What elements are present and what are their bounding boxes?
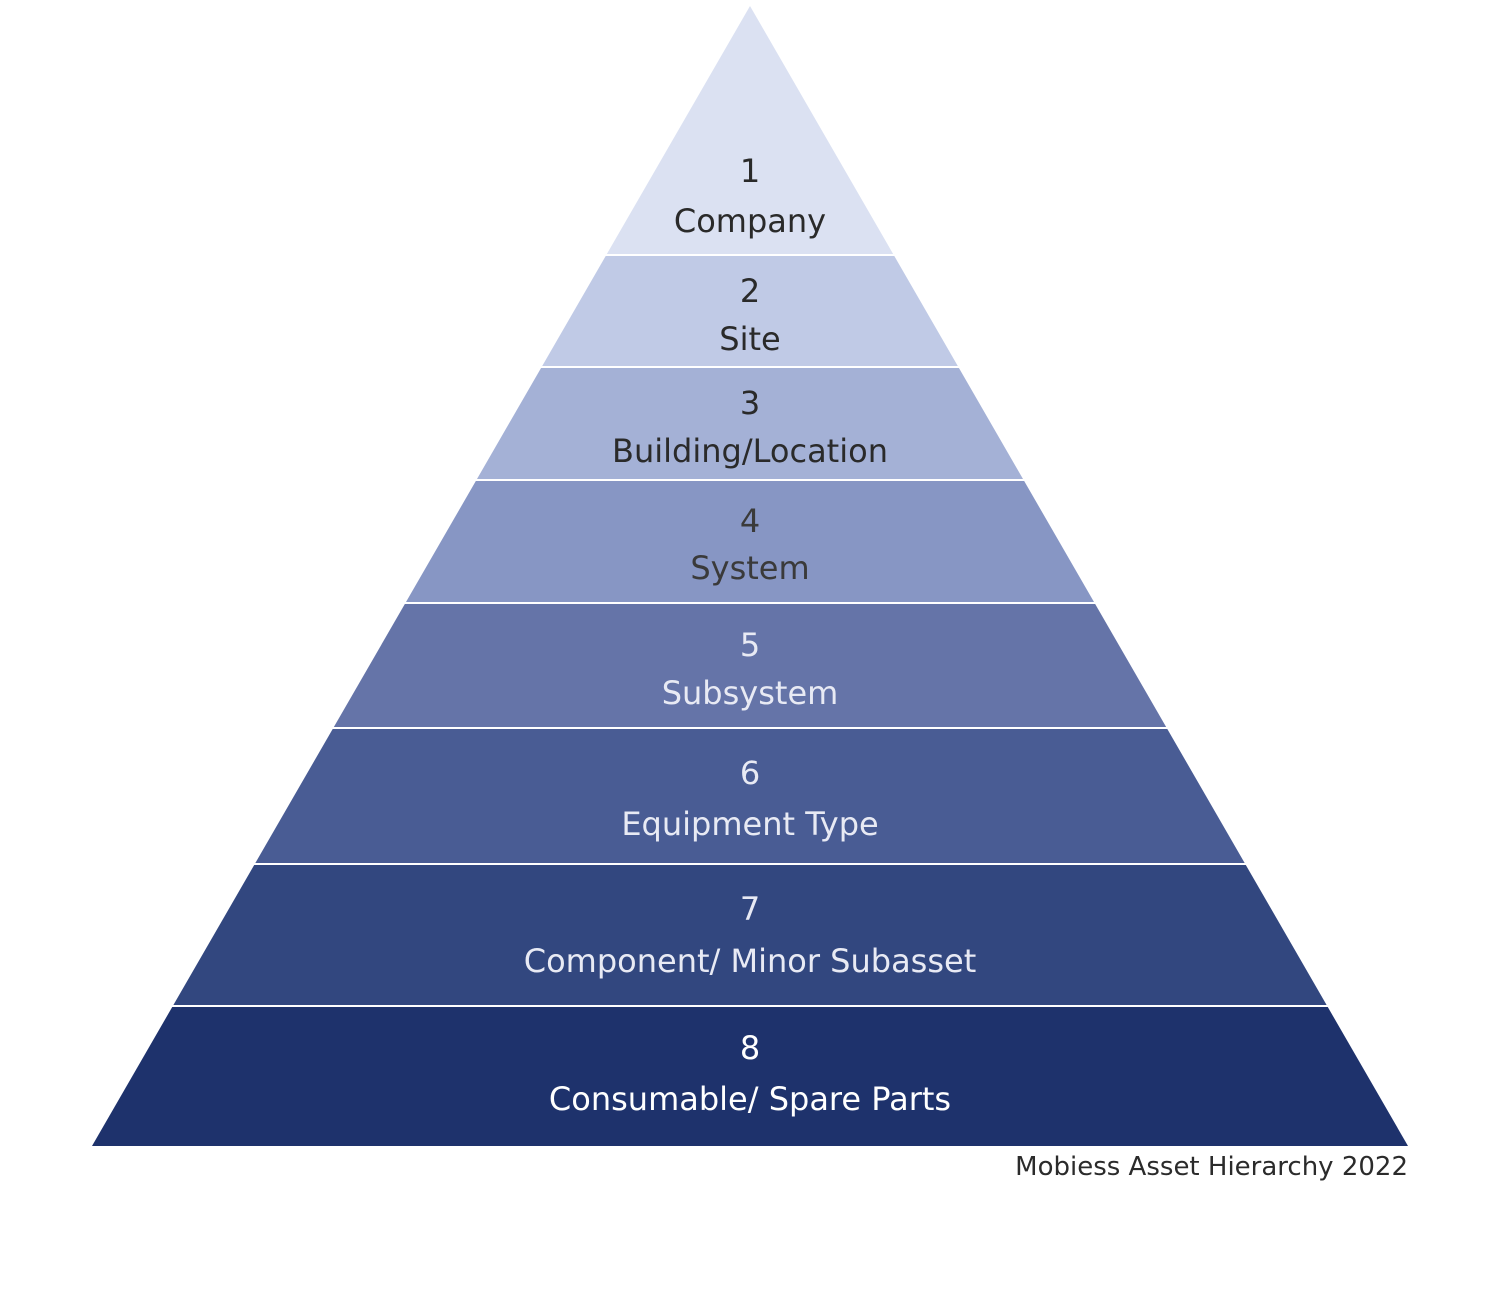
diagram-caption: Mobiess Asset Hierarchy 2022	[1015, 1152, 1408, 1182]
tier-5-label: Subsystem	[662, 674, 839, 712]
tier-4-label: System	[690, 549, 809, 587]
tier-6-number: 6	[740, 754, 760, 792]
tier-6-label: Equipment Type	[621, 805, 878, 843]
tier-2-band	[542, 256, 958, 366]
tier-7-band	[173, 865, 1327, 1005]
tier-1-number: 1	[740, 152, 760, 190]
tier-8-number: 8	[740, 1029, 760, 1067]
tier-5-number: 5	[740, 626, 760, 664]
tier-2-number: 2	[740, 272, 760, 310]
tier-3-band	[476, 368, 1024, 479]
tier-8-band	[92, 1007, 1408, 1146]
tier-5-band	[333, 604, 1167, 727]
tier-1-label: Company	[674, 202, 826, 240]
tier-3-label: Building/Location	[612, 432, 888, 470]
tier-8-label: Consumable/ Spare Parts	[549, 1080, 951, 1118]
tier-3-number: 3	[740, 384, 760, 422]
tier-4-band	[405, 481, 1095, 602]
tier-4-number: 4	[740, 502, 760, 540]
tier-7-label: Component/ Minor Subasset	[524, 942, 977, 980]
tier-7-number: 7	[740, 890, 760, 928]
tier-6-band	[255, 729, 1245, 863]
tier-2-label: Site	[719, 320, 780, 358]
tier-1-band	[606, 6, 894, 254]
